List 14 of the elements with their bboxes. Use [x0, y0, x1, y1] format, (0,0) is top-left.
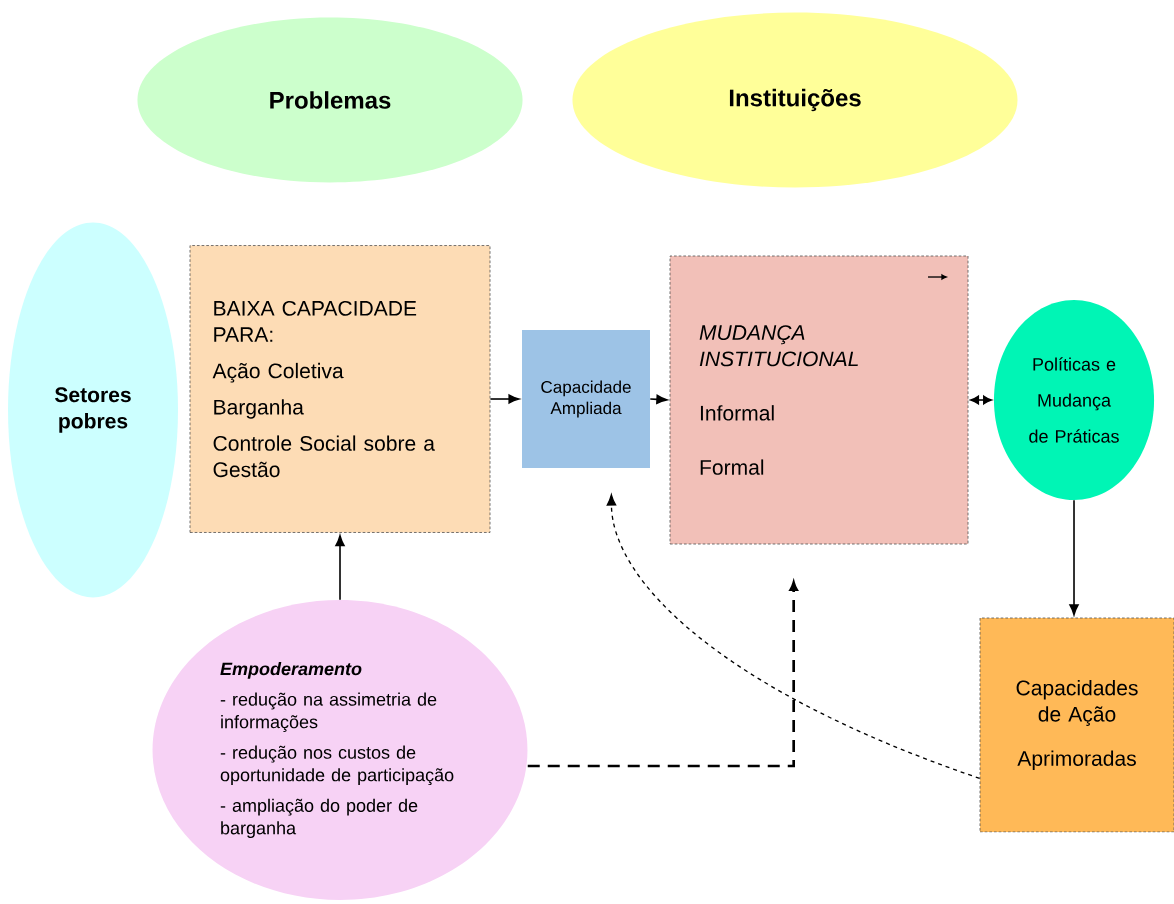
ellipse-heading: Instituições: [572, 12, 1018, 188]
arrow: [970, 395, 992, 405]
arrow: [335, 535, 345, 601]
process-box: MUDANÇA INSTITUCIONAL Informal Formal: [669, 255, 969, 545]
process-box: BAIXA CAPACIDADE PARA: Ação Coletiva Barganha Controle Social sobre a Gestão: [189, 245, 491, 533]
ellipse-node: Empoderamento - redução na assimetria de informações - redução nos custos de oportunidade de participação - ampliação do poder de barganha: [152, 600, 528, 900]
ellipse-node: Políticas e Mudança de Práticas: [993, 300, 1155, 500]
arrow: [1069, 499, 1079, 616]
process-box: Capacidades de Ação Aprimoradas: [979, 617, 1174, 833]
ellipse-heading: Problemas: [137, 17, 523, 183]
process-box: Capacidade Ampliada: [522, 330, 650, 468]
ellipse-node: Setores pobres: [8, 222, 178, 598]
arrow: [649, 394, 668, 405]
arrow: [489, 394, 520, 404]
